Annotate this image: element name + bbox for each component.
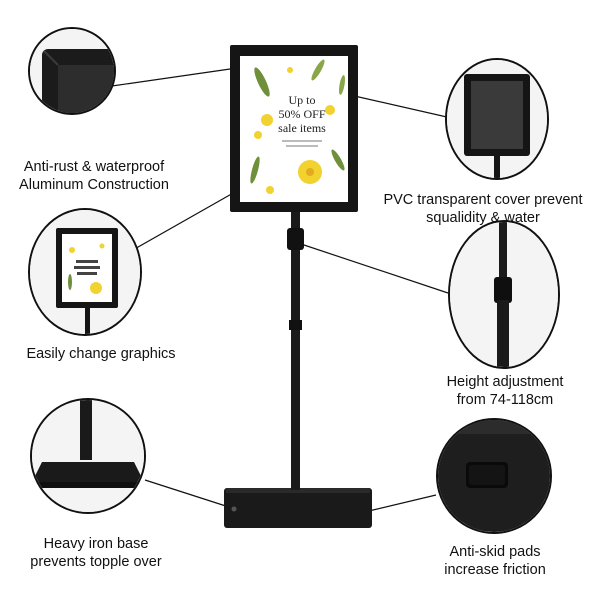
poster-small-text [282, 140, 322, 142]
feature-height-line2: from 74-118cm [456, 392, 554, 408]
feature-pads-line1: Anti-skid pads [449, 544, 541, 560]
feature-base-line2: prevents topple over [30, 554, 162, 570]
connector-aluminum [111, 67, 238, 87]
connector-graphics [123, 191, 236, 256]
telescopic-pole-icon [450, 222, 558, 367]
iron-base-icon [32, 400, 144, 512]
feature-label-pads: Anti-skid pads increase friction [420, 543, 570, 579]
feature-graphics-line1: Easily change graphics [26, 346, 176, 362]
detail-circle-pads [436, 418, 552, 534]
detail-circle-base [30, 398, 146, 514]
stand-base [224, 488, 372, 528]
feature-aluminum-line1: Anti-rust & waterproof [23, 159, 165, 175]
poster-text-line1: Up to [289, 93, 316, 107]
feature-pvc-line1: PVC transparent cover prevent [383, 192, 583, 208]
feature-label-height: Height adjustment from 74-118cm [420, 373, 590, 409]
mini-sign-icon [30, 210, 140, 334]
poster-text-line3: sale items [278, 121, 326, 135]
detail-circle-height [448, 220, 560, 369]
connector-base [144, 479, 233, 509]
feature-height-line1: Height adjustment [446, 374, 564, 390]
detail-circle-graphics [28, 208, 142, 336]
feature-pads-line2: increase friction [444, 562, 546, 578]
feature-label-base: Heavy iron base prevents topple over [16, 535, 176, 571]
poster-flowers [250, 59, 346, 194]
connector-pvc [349, 94, 461, 121]
poster-text-line2: 50% OFF [278, 107, 325, 121]
detail-circle-pvc [445, 58, 549, 180]
poster-small-text-2 [286, 145, 318, 147]
anti-skid-pad-icon [438, 420, 550, 532]
stand-base-screw [231, 506, 237, 512]
feature-label-graphics: Easily change graphics [12, 345, 190, 363]
feature-label-aluminum: Anti-rust & waterproof Aluminum Construc… [14, 158, 174, 194]
detail-circle-aluminum [28, 27, 116, 115]
pvc-frame-icon [447, 60, 547, 178]
feature-aluminum-line2: Aluminum Construction [19, 177, 169, 193]
stand-base-edge [226, 488, 370, 493]
pole-joint [289, 320, 302, 330]
stand-pole [291, 210, 300, 490]
connector-height [297, 242, 449, 294]
frame-corner-icon [30, 29, 114, 113]
feature-base-line1: Heavy iron base [43, 536, 149, 552]
height-adjust-knob [287, 228, 304, 250]
